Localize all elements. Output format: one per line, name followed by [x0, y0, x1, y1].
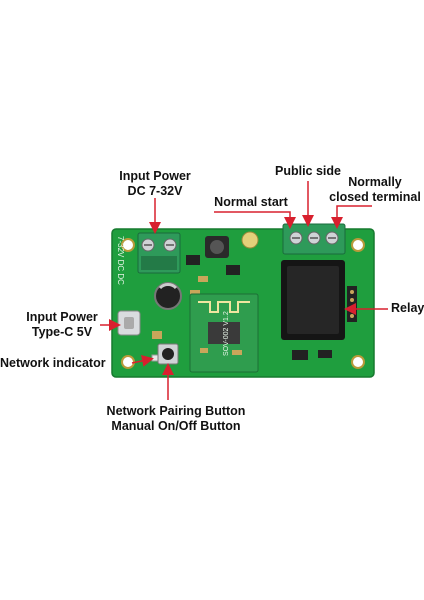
mounting-hole: [121, 238, 135, 252]
relay-terminal-block: [282, 223, 346, 255]
label-pairing-line1: Network Pairing Button: [106, 404, 246, 418]
label-input-power-dc: Input Power DC 7-32V: [110, 169, 200, 199]
label-input-power-typec-line2: Type-C 5V: [31, 325, 93, 339]
module-silkscreen: SOV-002 V1.2: [223, 311, 230, 356]
label-normal-start: Normal start: [214, 195, 288, 209]
label-input-power-typec-line1: Input Power: [26, 310, 98, 324]
label-input-power-dc-line2: DC 7-32V: [127, 184, 183, 198]
label-input-power-dc-line1: Input Power: [119, 169, 191, 183]
label-input-power-typec: Input Power Type-C 5V: [22, 310, 102, 340]
power-silkscreen: 7-32V DC DC: [116, 236, 125, 285]
mounting-hole: [351, 355, 365, 369]
power-terminal-block: [137, 232, 181, 274]
label-network-indicator: Network indicator: [0, 356, 106, 370]
label-normally-closed-line2: closed terminal: [329, 190, 421, 204]
label-relay: Relay: [391, 301, 424, 315]
label-normally-closed: Normally closed terminal: [328, 175, 422, 205]
electrolytic-capacitor: [154, 282, 182, 310]
arrow-normally-closed: [331, 205, 372, 229]
label-pairing-button: Network Pairing Button Manual On/Off But…: [96, 404, 256, 434]
label-pairing-line2: Manual On/Off Button: [111, 419, 241, 433]
label-public-side: Public side: [275, 164, 341, 178]
capacitor: [241, 231, 259, 249]
mounting-hole: [351, 238, 365, 252]
arrow-network-indicator: [131, 354, 154, 367]
arrow-normal-start: [214, 211, 296, 229]
wifi-module: [189, 293, 259, 373]
relay: [281, 260, 345, 340]
label-normally-closed-line1: Normally: [348, 175, 402, 189]
